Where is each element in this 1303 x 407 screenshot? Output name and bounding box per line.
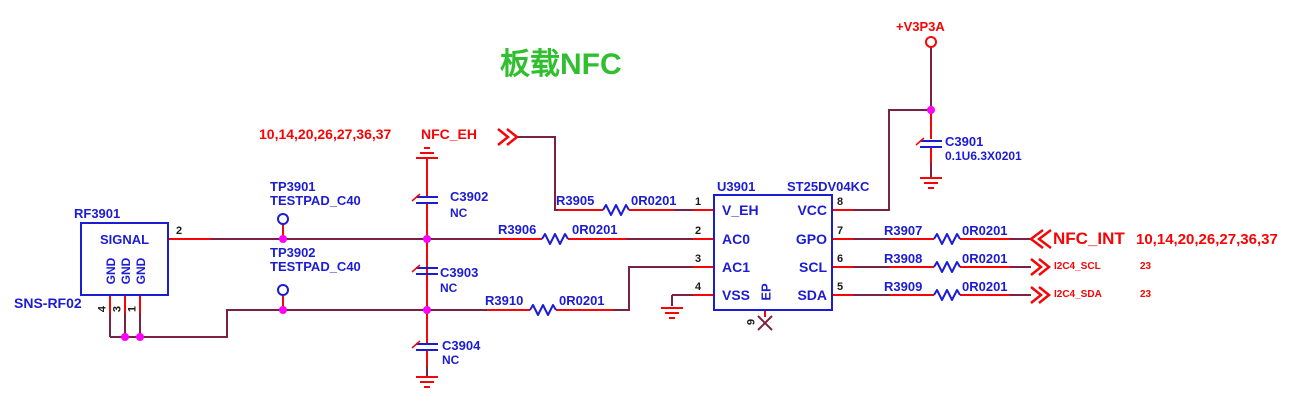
- tp3901-testpad-icon[interactable]: [277, 213, 289, 225]
- rf3901-pin1-number: 1: [126, 305, 139, 313]
- power-symbol: [925, 36, 937, 48]
- i2c4-scl-page: 23: [1140, 261, 1152, 272]
- power-net-label[interactable]: +V3P3A: [896, 19, 945, 34]
- c3902-ref: C3902: [450, 189, 489, 204]
- i2c4-scl-net-label[interactable]: I2C4_SCL: [1054, 261, 1101, 272]
- u3901-pin-vss: VSS: [722, 287, 751, 303]
- resistor-r3907: [933, 233, 961, 245]
- r3908-value: 0R0201: [962, 251, 1008, 266]
- offpage-out-icon-nfc-eh: [497, 128, 520, 146]
- r3906-value: 0R0201: [572, 222, 618, 237]
- nfc-int-net-label[interactable]: NFC_INT: [1053, 229, 1125, 248]
- r3905-value: 0R0201: [631, 193, 677, 208]
- u3901-pin-vcc: VCC: [797, 202, 827, 218]
- wire-segments: [109, 47, 1031, 377]
- no-connect-x-icon: [757, 315, 773, 331]
- u3901-pin-number-1: 1: [695, 196, 702, 208]
- junction-dots: [121, 106, 935, 341]
- offpage-out-icon-i2c4-sda: [1030, 286, 1052, 304]
- rf3901-pin-signal: SIGNAL: [100, 232, 150, 247]
- r3909-ref: R3909: [884, 279, 923, 294]
- resistor-r3905: [602, 204, 630, 216]
- ground-c3901: [920, 177, 942, 189]
- resistor-symbols[interactable]: [529, 204, 961, 316]
- c3904-value: NC: [442, 353, 460, 367]
- u3901-pin-ac1: AC1: [722, 259, 751, 275]
- nfc-eh-net-label[interactable]: NFC_EH: [421, 126, 478, 142]
- u3901-pin-number-8: 8: [837, 196, 844, 208]
- capacitor-symbols[interactable]: [416, 140, 942, 351]
- offpage-chevrons: [497, 128, 1052, 304]
- offpage-out-icon-i2c4-scl: [1030, 258, 1052, 276]
- rf3901-pin-gnd-2: GND: [119, 257, 133, 285]
- r3910-value: 0R0201: [559, 293, 605, 308]
- ground-inverted-top: [416, 147, 438, 159]
- c3903-value: NC: [440, 281, 458, 295]
- rf3901-part: SNS-RF02: [14, 295, 82, 311]
- u3901-ref: U3901: [717, 179, 756, 194]
- resistor-r3910: [529, 304, 557, 316]
- u3901-pin-scl: SCL: [799, 259, 827, 275]
- u3901-pin-number-5: 5: [837, 281, 844, 293]
- u3901-pin-gpo: GPO: [795, 231, 827, 247]
- c3903-ref: C3903: [440, 265, 479, 280]
- tp3901-ref: TP3901: [270, 179, 316, 194]
- pin-stubs: [109, 110, 1010, 366]
- u3901-pin-ep: EP: [758, 283, 774, 301]
- rf3901-pin-gnd-3: GND: [134, 257, 148, 285]
- c3904-ref: C3904: [442, 338, 481, 353]
- tp3901-value: TESTPAD_C40: [270, 193, 361, 208]
- r3905-ref: R3905: [556, 193, 595, 208]
- resistor-r3909: [933, 289, 961, 301]
- u3901-ic-symbol[interactable]: [713, 194, 833, 311]
- c3901-ref: C3901: [945, 134, 984, 149]
- page-title: 板载NFC: [500, 48, 622, 81]
- tp3902-value: TESTPAD_C40: [270, 259, 361, 274]
- u3901-pin-v-eh: V_EH: [722, 202, 759, 218]
- nfc-int-pages: 10,14,20,26,27,36,37: [1136, 231, 1278, 248]
- u3901-pin-number-9: 9: [745, 318, 758, 326]
- u3901-pin-sda: SDA: [797, 287, 827, 303]
- r3910-ref: R3910: [485, 293, 524, 308]
- nfc-eh-pages: 10,14,20,26,27,36,37: [259, 126, 392, 142]
- tp3902-testpad-icon[interactable]: [277, 284, 289, 296]
- rf3901-pin2-number: 2: [176, 225, 183, 237]
- u3901-pin-number-4: 4: [695, 281, 702, 293]
- rf3901-antenna-symbol[interactable]: [80, 222, 169, 296]
- r3908-ref: R3908: [884, 251, 923, 266]
- c3901-value: 0.1U6.3X0201: [945, 149, 1022, 163]
- rf3901-pin-gnd-1: GND: [104, 257, 118, 285]
- i2c4-sda-page: 23: [1140, 289, 1152, 300]
- r3907-value: 0R0201: [962, 223, 1008, 238]
- tp3902-ref: TP3902: [270, 245, 316, 260]
- rf3901-pin3-number: 3: [111, 305, 124, 313]
- u3901-part: ST25DV04KC: [787, 179, 870, 194]
- ground-vss: [661, 307, 683, 319]
- ground-cap-column: [416, 376, 438, 388]
- u3901-pin-number-6: 6: [837, 253, 844, 265]
- i2c4-sda-net-label[interactable]: I2C4_SDA: [1054, 289, 1102, 300]
- c3902-value: NC: [450, 206, 468, 220]
- resistor-r3908: [933, 261, 961, 273]
- rf3901-ref: RF3901: [74, 206, 121, 221]
- capacitor-ticks: [411, 137, 925, 349]
- u3901-pin-number-7: 7: [837, 225, 844, 237]
- u3901-pin-number-2: 2: [695, 225, 702, 237]
- u3901-pin-number-3: 3: [695, 253, 702, 265]
- u3901-pin-ac0: AC0: [722, 231, 751, 247]
- ground-symbols: [416, 147, 942, 388]
- offpage-in-icon-nfc-int: [1028, 229, 1052, 249]
- resistor-r3906: [541, 233, 569, 245]
- rf3901-pin4-number: 4: [96, 305, 109, 313]
- r3907-ref: R3907: [884, 223, 923, 238]
- r3906-ref: R3906: [498, 222, 537, 237]
- r3909-value: 0R0201: [962, 279, 1008, 294]
